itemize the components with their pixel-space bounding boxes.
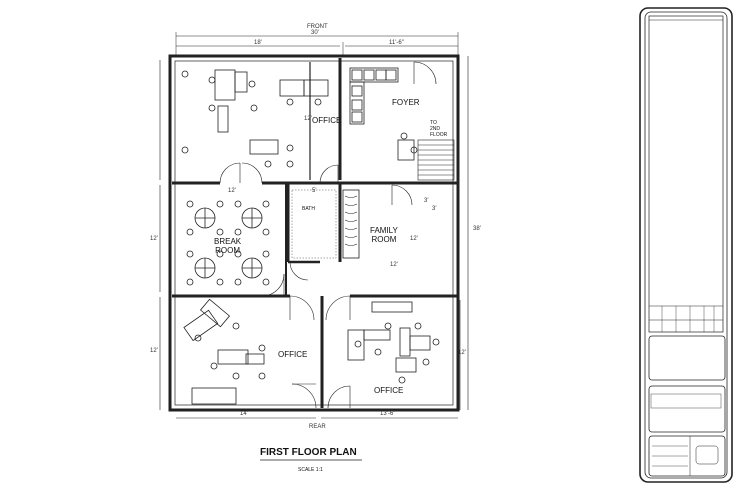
overall-depth-dim: 38'	[473, 226, 481, 232]
stairs-note: TO 2ND FLOOR	[430, 120, 448, 138]
family-small-b-dim: 3'	[432, 206, 437, 212]
room-label-office-bottom-right: OFFICE	[374, 386, 404, 395]
family-bottom-dim: 12'	[390, 262, 398, 268]
plan-title: FIRST FLOOR PLAN	[260, 447, 357, 458]
room-label-bath: BATH	[302, 206, 315, 212]
top-left-dim: 18'	[254, 40, 262, 46]
family-right-dim: 12'	[410, 236, 418, 242]
room-label-break-room: BREAK ROOM	[214, 237, 242, 255]
right-low-dim: 12'	[458, 350, 466, 356]
left-upper-dim: 12'	[304, 116, 312, 122]
family-small-a-dim: 3'	[424, 198, 429, 204]
left-mid-dim: 12'	[150, 236, 158, 242]
front-label: FRONT	[307, 24, 328, 30]
break-top-dim: 12'	[228, 188, 236, 194]
room-label-foyer: FOYER	[392, 98, 420, 107]
left-low-dim: 12'	[150, 348, 158, 354]
top-right-dim: 11'-6"	[389, 40, 404, 46]
room-label-family-room: FAMILY ROOM	[370, 226, 398, 244]
room-label-office-bottom-left: OFFICE	[278, 350, 308, 359]
rear-label: REAR	[309, 424, 326, 430]
plan-scale: SCALE 1:1	[298, 467, 323, 473]
bottom-left-dim: 14'	[240, 411, 248, 417]
room-label-office-top: OFFICE	[312, 116, 342, 125]
overall-width-dim: 30'	[311, 30, 319, 36]
bath-width-dim: 5'	[312, 188, 317, 194]
bottom-right-dim: 13'-6"	[380, 411, 396, 417]
